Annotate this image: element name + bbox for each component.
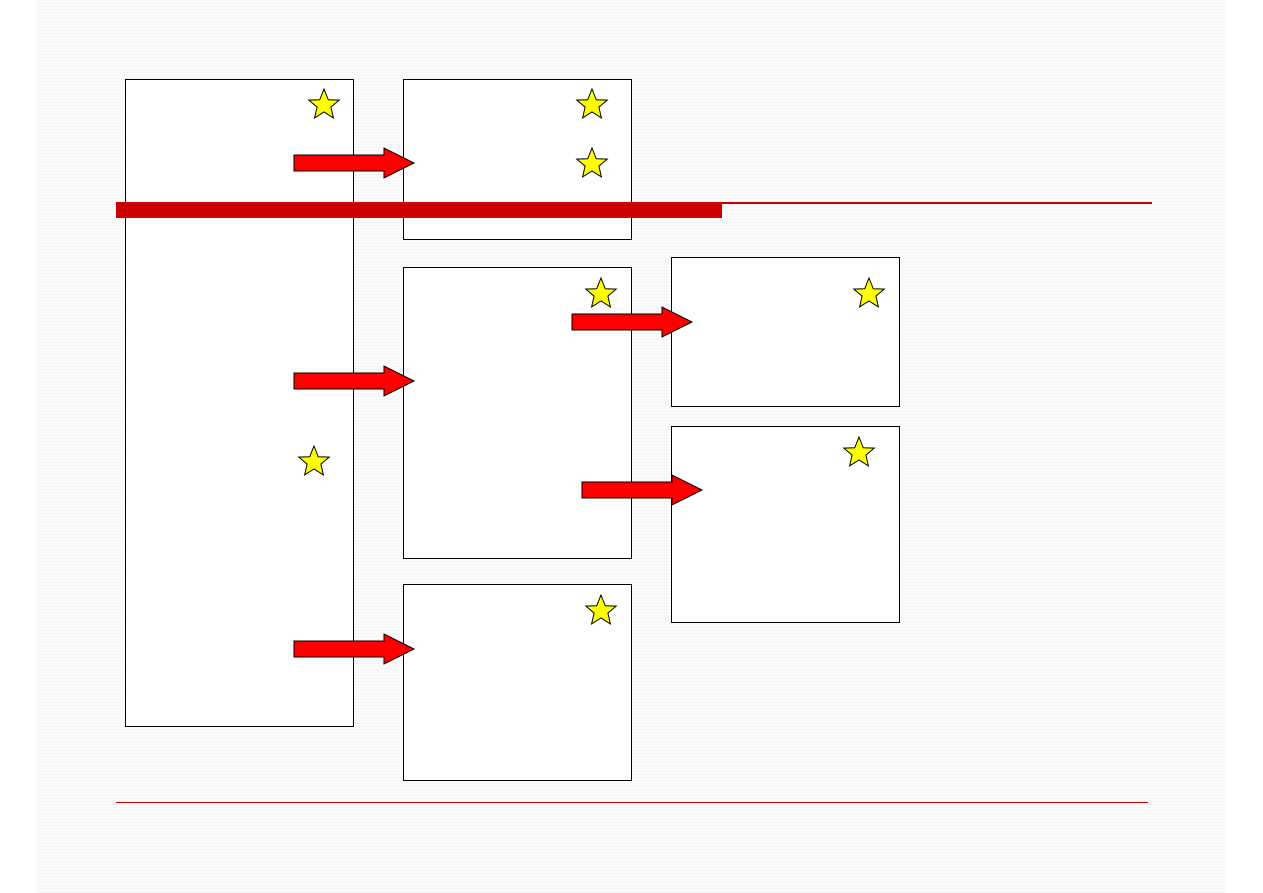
star-icon (843, 436, 875, 467)
star-icon (298, 445, 330, 476)
star-icon (585, 277, 617, 308)
level-1-box (125, 79, 354, 727)
header-thin-line (722, 202, 1152, 204)
star-icon (853, 277, 885, 308)
level-3-box-a (671, 257, 900, 407)
right-arrow-icon (293, 633, 415, 665)
header-thick-bar (116, 202, 722, 218)
footer-line (116, 802, 1148, 803)
right-arrow-icon (571, 306, 693, 338)
star-icon (576, 88, 608, 119)
star-icon (576, 147, 608, 178)
star-icon (585, 594, 617, 625)
right-arrow-icon (293, 147, 415, 179)
star-icon (308, 88, 340, 119)
right-arrow-icon (581, 474, 703, 506)
right-arrow-icon (293, 365, 415, 397)
